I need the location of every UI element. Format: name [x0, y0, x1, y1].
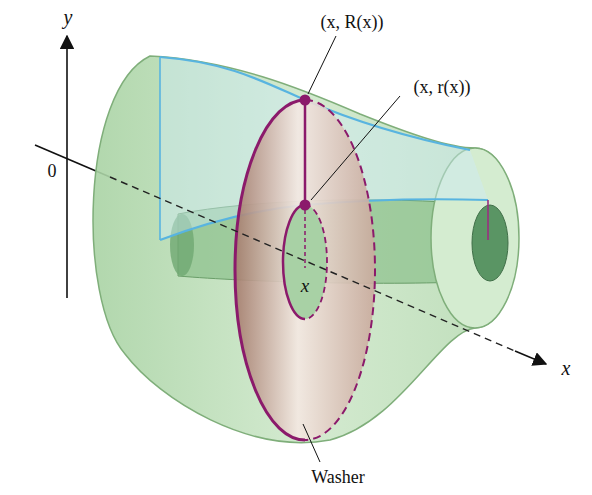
point [300, 200, 311, 211]
washer-outline [235, 100, 305, 440]
point [300, 95, 311, 106]
radius-segment [304, 100, 307, 205]
part-label: Washer [311, 468, 365, 488]
leader-line [308, 36, 336, 94]
washer-outline [305, 205, 327, 319]
x-axis [110, 177, 515, 351]
leader-line [311, 96, 400, 200]
point-label: (x, R(x)) [321, 13, 384, 33]
washer-outline [305, 100, 375, 440]
washer-outline [283, 205, 305, 319]
origin-label: 0 [48, 162, 57, 182]
region-edge [159, 57, 161, 240]
tick-label: x [301, 276, 309, 297]
point-label: (x, r(x)) [414, 78, 471, 98]
y-axis [66, 36, 68, 298]
x-axis [515, 351, 546, 364]
leader-line [303, 424, 320, 462]
washer [235, 100, 375, 440]
axis-label: y [64, 6, 73, 28]
region-edge [487, 200, 489, 240]
end-hole [472, 205, 508, 281]
axis-label: x [562, 357, 571, 379]
tick-mark [304, 210, 306, 268]
washer-hole [283, 205, 327, 319]
